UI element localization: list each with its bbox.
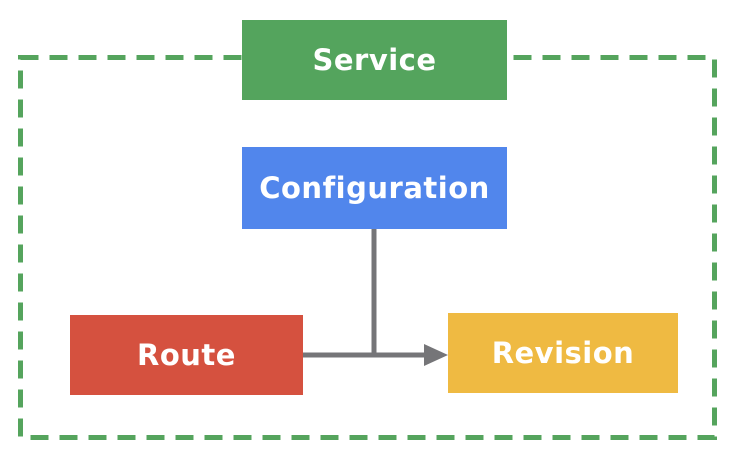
node-service: Service	[242, 20, 507, 100]
node-route: Route	[70, 315, 303, 395]
node-revision-label: Revision	[491, 336, 635, 370]
node-service-label: Service	[312, 43, 437, 77]
service-boundary-dashed-border	[18, 55, 717, 440]
arrowhead-icon	[424, 344, 448, 366]
node-route-label: Route	[137, 338, 236, 372]
node-revision: Revision	[448, 313, 678, 393]
node-configuration: Configuration	[242, 147, 507, 229]
node-configuration-label: Configuration	[259, 171, 490, 205]
